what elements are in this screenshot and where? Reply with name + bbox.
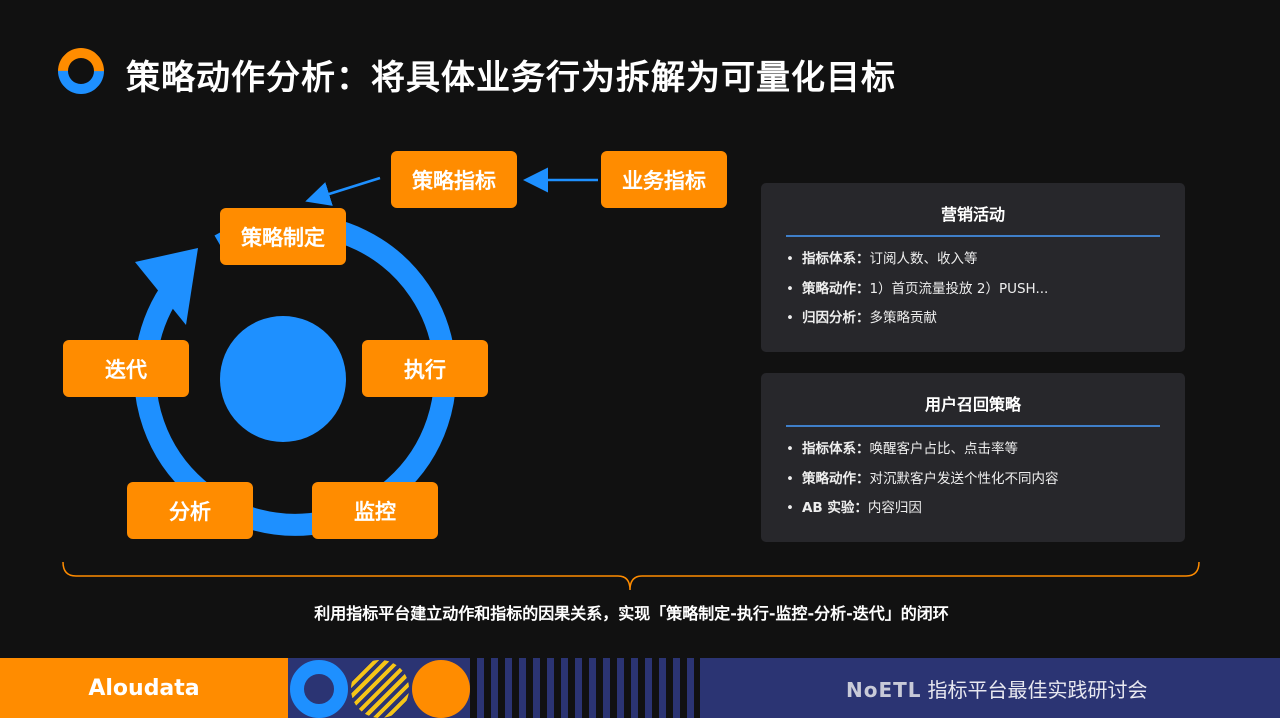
list-item: 策略动作：1）首页流量投放 2）PUSH... <box>786 275 1160 305</box>
list-item: 策略动作：对沉默客户发送个性化不同内容 <box>786 465 1160 495</box>
stripes-decoration <box>470 658 700 718</box>
ring-decoration-icon <box>290 660 348 718</box>
caption: 利用指标平台建立动作和指标的因果关系，实现「策略制定-执行-监控-分析-迭代」的… <box>314 604 949 623</box>
list-item: 归因分析：多策略贡献 <box>786 304 1160 334</box>
card-user-recall: 用户召回策略 指标体系：唤醒客户占比、点击率等 策略动作：对沉默客户发送个性化不… <box>761 373 1185 542</box>
strategy-metric-box: 策略指标 <box>391 151 517 208</box>
noetl-logo: NoETL <box>846 678 922 702</box>
card-marketing: 营销活动 指标体系：订阅人数、收入等 策略动作：1）首页流量投放 2）PUSH.… <box>761 183 1185 352</box>
formulate-box: 策略制定 <box>220 208 346 265</box>
business-metric-box: 业务指标 <box>601 151 727 208</box>
card-title: 用户召回策略 <box>786 373 1160 427</box>
page-title: 策略动作分析：将具体业务行为拆解为可量化目标 <box>126 58 896 98</box>
arrow-strategy-to-formulate <box>305 176 381 206</box>
monitor-box: 监控 <box>312 482 438 539</box>
execute-box: 执行 <box>362 340 488 397</box>
orange-circle-decoration-icon <box>412 660 470 718</box>
list-item: 指标体系：订阅人数、收入等 <box>786 245 1160 275</box>
list-item: AB 实验：内容归因 <box>786 494 1160 524</box>
bracket <box>62 561 1200 591</box>
list-item: 指标体系：唤醒客户占比、点击率等 <box>786 435 1160 465</box>
card-title: 营销活动 <box>786 183 1160 237</box>
brand-logo: Aloudata <box>0 658 288 718</box>
cycle-arrow-head-icon <box>135 248 198 325</box>
center-circle <box>220 316 346 442</box>
iterate-box: 迭代 <box>63 340 189 397</box>
striped-circle-decoration-icon <box>351 660 409 718</box>
analyze-box: 分析 <box>127 482 253 539</box>
